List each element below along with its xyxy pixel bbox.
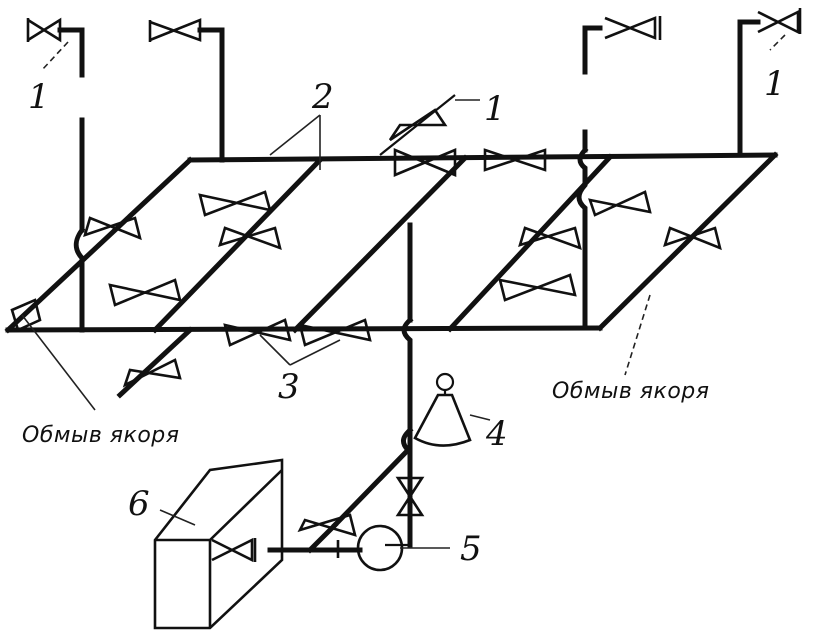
equipment [153, 372, 472, 630]
leader-3b [289, 339, 341, 366]
cross-pipe-left [4, 156, 194, 334]
header-pipe-back [187, 152, 778, 163]
leader-6 [159, 509, 196, 526]
valve-cross-4a [518, 226, 582, 251]
label-2: 2 [311, 77, 334, 117]
riser-top-2 [197, 27, 225, 163]
riser-top-left-c [73, 226, 86, 333]
label-1-middle: 1 [484, 89, 506, 129]
leader-1-top-left [41, 41, 69, 71]
feed-riser-crossing [401, 316, 414, 433]
valve-feed-diagonal [297, 513, 357, 537]
valve-corner-top-left [26, 17, 62, 43]
sea-chest-box [153, 458, 284, 630]
cross-pipe-3 [291, 154, 469, 334]
leader-3a [259, 334, 291, 366]
hydrophore-tank [413, 372, 472, 447]
cross-pipe-right [596, 151, 779, 332]
label-5: 5 [460, 529, 482, 569]
valve-branch-1 [379, 94, 456, 156]
caption-anchor-wash-right: Обмыв якоря [552, 379, 710, 404]
label-1-top-right: 1 [764, 64, 786, 104]
label-1-top-left: 1 [28, 77, 50, 117]
labels: 1 2 1 1 3 4 5 6 Обмыв якоря Обмыв якоря [22, 64, 786, 569]
valve-branch-left [122, 358, 182, 388]
valve-corner-top-3 [604, 16, 662, 40]
leader-anchor-right [624, 294, 651, 376]
label-6: 6 [128, 484, 150, 524]
valve-cross-2b [218, 226, 282, 251]
header-pipe-front [5, 325, 603, 333]
riser-top-3a [582, 25, 603, 75]
valve-front-header-1 [223, 318, 292, 347]
riser-top-left-a [57, 27, 85, 78]
valve-cross-4b [498, 273, 577, 302]
risers [57, 19, 761, 333]
valve-back-header-2 [483, 148, 547, 172]
valve-cross-2a [198, 190, 272, 217]
label-3: 3 [278, 367, 300, 407]
leader-4 [469, 414, 491, 421]
valve-cross-5a [588, 190, 652, 217]
valve-suction [211, 537, 257, 563]
feed-diagonal-end [306, 521, 339, 554]
leader-1-top-right [769, 34, 786, 51]
feed-line [116, 222, 414, 554]
valve-front-header-2 [298, 318, 372, 347]
valve-back-header-1 [393, 148, 457, 177]
valve-cross-1a [83, 216, 142, 241]
caption-anchor-wash-left: Обмыв якоря [22, 423, 180, 448]
label-4: 4 [485, 414, 508, 454]
valve-cross-5b [663, 226, 722, 251]
valve-corner-top-2 [148, 18, 202, 42]
branch-pipe-left [116, 326, 194, 399]
leader-anchor-left [21, 314, 96, 411]
valve-cross-2c [108, 278, 182, 307]
pipe-frame [4, 151, 779, 334]
valve-corner-top-right [757, 8, 802, 35]
leader-2a [269, 114, 321, 156]
cross-pipe-2 [151, 156, 324, 334]
valve-anchor-wash-left [10, 298, 42, 332]
riser-top-3c [576, 146, 589, 331]
valves [10, 8, 802, 563]
riser-top-right [737, 19, 761, 158]
valve-feed-vertical [395, 476, 425, 517]
leader-lines [21, 34, 786, 549]
